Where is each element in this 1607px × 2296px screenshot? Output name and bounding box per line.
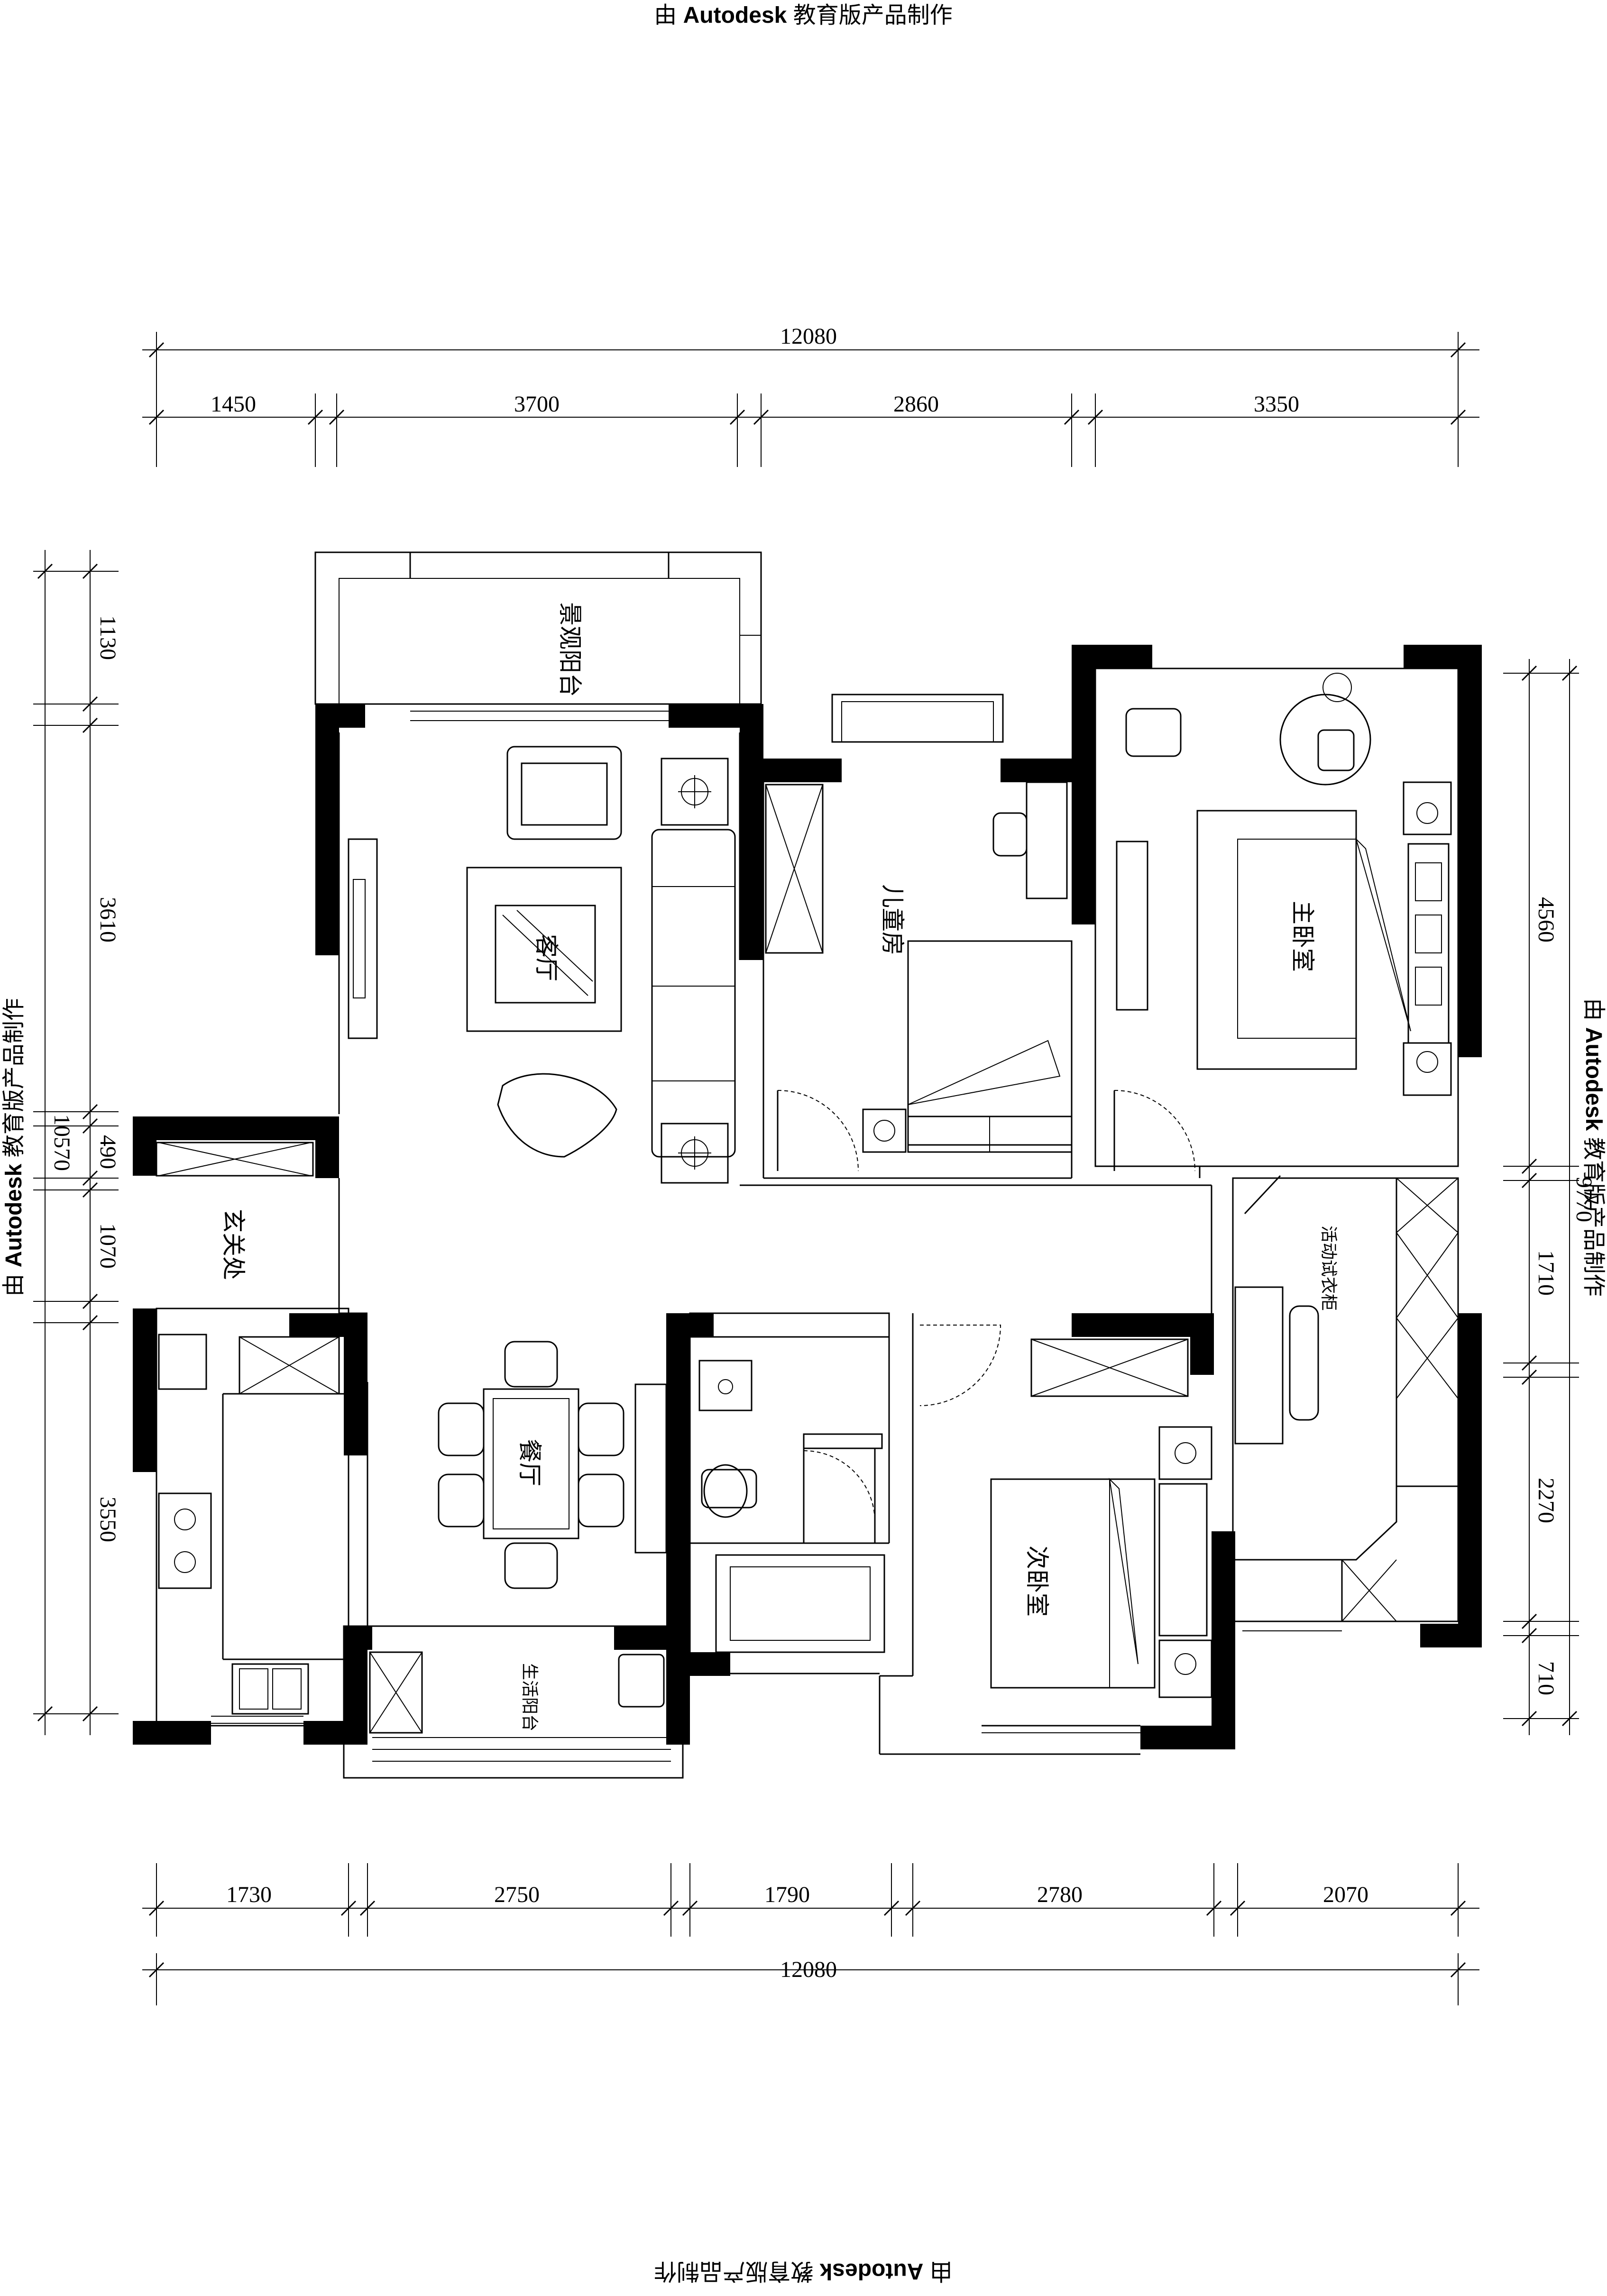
dim-left-5: 3550 (95, 1497, 120, 1542)
nightstand (1403, 1042, 1452, 1096)
dresser (1158, 1483, 1208, 1637)
dim-left-total: 10570 (49, 1114, 74, 1171)
dining-chair (578, 1402, 624, 1456)
washing-machine (369, 1651, 423, 1734)
dim-top-4: 3350 (1254, 392, 1299, 417)
washbasin (698, 1360, 753, 1411)
nightstand (1403, 781, 1452, 835)
dim-bottom-1: 1730 (226, 1882, 272, 1907)
room-living: 客厅 (533, 934, 560, 981)
dim-bottom-5: 2070 (1323, 1882, 1368, 1907)
dim-bottom-4: 2780 (1037, 1882, 1083, 1907)
dim-bottom-2: 2750 (494, 1882, 540, 1907)
dining-table (483, 1388, 579, 1539)
dim-left-1: 1130 (95, 615, 120, 660)
dim-left-3: 490 (95, 1135, 120, 1169)
laundry-sink (618, 1654, 665, 1708)
room-children: 儿童房 (879, 884, 906, 955)
room-utility-balcony: 生活阳台 (520, 1663, 539, 1731)
cooktop (158, 1492, 212, 1589)
sofa (651, 829, 736, 1158)
watermark-top: 由 Autodesk 教育版产品制作 (654, 3, 952, 28)
fridge (158, 1334, 207, 1390)
dim-top-3: 2860 (893, 392, 939, 417)
kitchen-sink (231, 1663, 309, 1715)
dresser (1407, 843, 1450, 1044)
room-master-bedroom: 主卧室 (1289, 901, 1316, 972)
desk (1026, 781, 1068, 899)
dim-left-4: 1070 (95, 1223, 120, 1269)
dim-bottom-total: 12080 (780, 1957, 837, 1982)
dining-chair (438, 1473, 485, 1528)
dim-left-2: 3610 (95, 897, 120, 942)
watermark-bottom: 由 Autodesk 教育版产品制作 (654, 2259, 952, 2284)
dim-top-2: 3700 (514, 392, 560, 417)
child-bed (907, 940, 1073, 1146)
furniture (158, 673, 1452, 1734)
dining-chair (578, 1473, 624, 1528)
right-dimensions: 4560 1710 2270 710 9770 (1503, 659, 1597, 1735)
dim-right-total: 9770 (1571, 1177, 1597, 1222)
bathtub (715, 1554, 885, 1653)
room-view-balcony: 景观阳台 (556, 602, 584, 697)
dining-chair (504, 1341, 558, 1388)
dim-right-4: 710 (1534, 1661, 1559, 1695)
desk-chair (992, 812, 1028, 857)
armchair (1125, 708, 1182, 757)
doors (777, 1090, 1195, 1522)
side-table (661, 1123, 729, 1184)
walls-solid (133, 645, 1482, 1749)
dim-right-3: 2270 (1534, 1478, 1559, 1523)
lounge-chair (1317, 729, 1355, 771)
dim-top-total: 12080 (780, 324, 837, 349)
pantry-cabinet (239, 1336, 340, 1395)
room-entrance: 玄关处 (220, 1209, 247, 1280)
side-table (661, 758, 729, 826)
left-dimensions: 1130 3610 490 1070 3550 10570 (33, 550, 120, 1735)
room-walk-in-closet: 活动试衣柜 (1319, 1226, 1338, 1311)
armchair (506, 746, 622, 840)
master-bed (1196, 810, 1357, 1070)
lounge-chair (497, 1073, 617, 1158)
room-dining: 餐厅 (516, 1439, 543, 1486)
tv-cabinet (348, 838, 378, 1039)
coffee-table (466, 867, 622, 1032)
wardrobe (1030, 1338, 1189, 1397)
wardrobe (765, 784, 824, 954)
dim-right-2: 1710 (1534, 1250, 1559, 1296)
nightstand (1158, 1426, 1212, 1480)
toilet (701, 1469, 757, 1509)
sideboard (634, 1383, 667, 1554)
dim-bottom-3: 1790 (764, 1882, 810, 1907)
bottom-dimensions: 1730 2750 1790 2780 2070 12080 (142, 1863, 1479, 2005)
dining-chair (504, 1542, 558, 1589)
dining-chair (438, 1402, 485, 1456)
dim-right-1: 4560 (1534, 897, 1559, 942)
wall-outlines (156, 551, 1459, 1779)
second-bed (990, 1478, 1156, 1689)
watermark-right: 由 Autodesk 教育版产品制作 (1581, 998, 1606, 1296)
top-dimensions: 12080 1450 3700 2860 3350 (142, 324, 1479, 467)
watermark-left: 由 Autodesk 教育版产品制作 (1, 998, 27, 1296)
nightstand (862, 1108, 907, 1153)
room-second-bedroom: 次卧室 (1023, 1546, 1051, 1617)
nightstand (1158, 1639, 1212, 1698)
dim-top-1: 1450 (211, 392, 256, 417)
